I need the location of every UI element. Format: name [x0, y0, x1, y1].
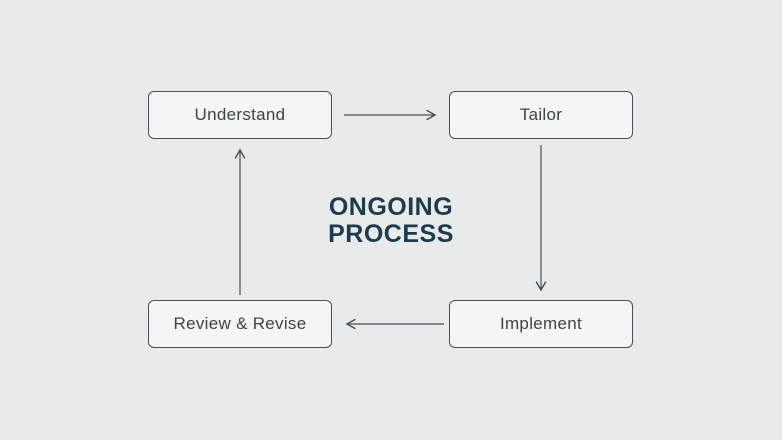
node-review-revise: Review & Revise: [148, 300, 332, 348]
diagram-title-line1: ONGOING: [328, 193, 454, 221]
diagram-title-line2: PROCESS: [328, 220, 454, 248]
node-implement: Implement: [449, 300, 633, 348]
node-review-revise-label: Review & Revise: [173, 314, 307, 333]
node-understand: Understand: [148, 91, 332, 139]
node-tailor: Tailor: [449, 91, 633, 139]
node-tailor-label: Tailor: [519, 105, 563, 124]
diagram-title: ONGOING PROCESS: [0, 194, 782, 248]
node-implement-label: Implement: [499, 314, 583, 333]
node-understand-label: Understand: [194, 105, 286, 124]
